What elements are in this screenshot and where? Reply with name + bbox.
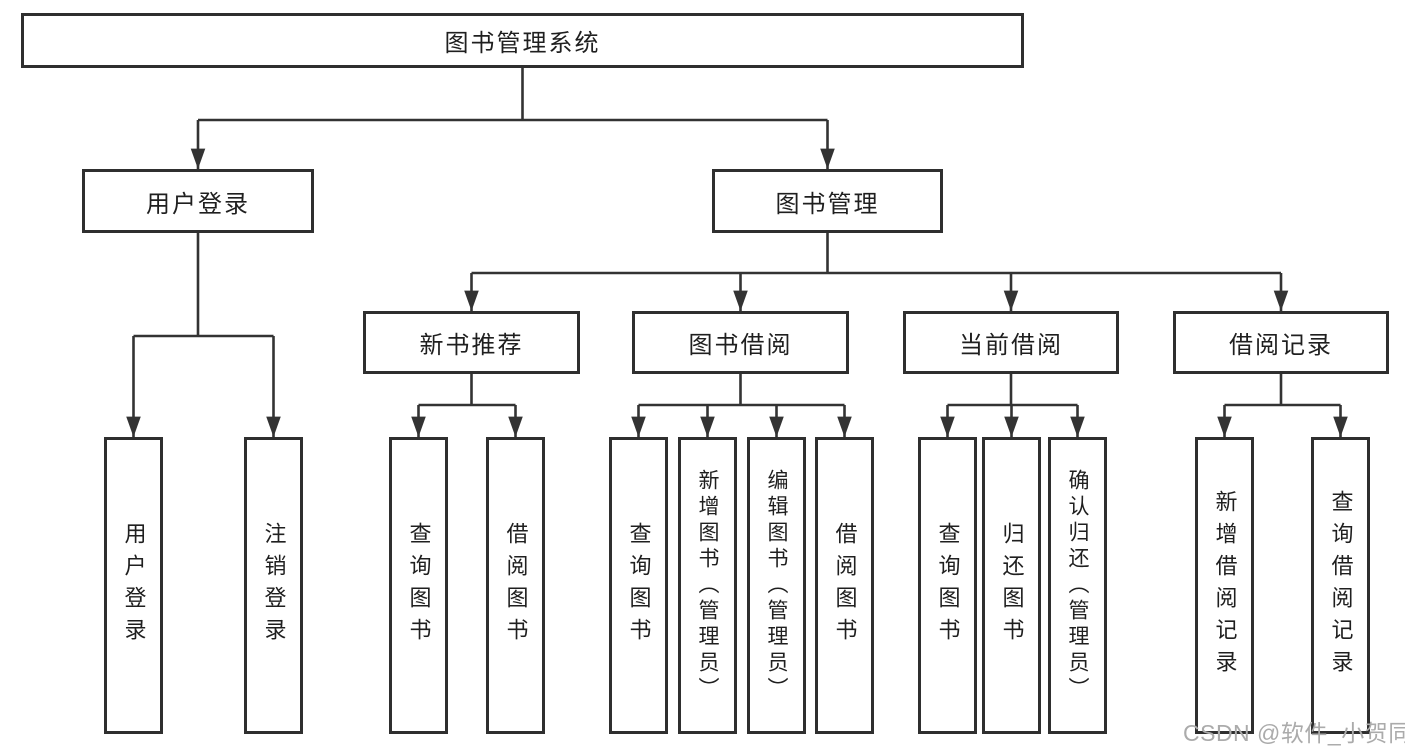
node-label: 确认归还（管理员） bbox=[1066, 468, 1089, 703]
node-label: 查询图书 bbox=[626, 521, 652, 650]
node-new-book-recommend: 新书推荐 bbox=[363, 311, 580, 374]
watermark: CSDN @软件_小贺同学 bbox=[1183, 720, 1405, 746]
node-leaf-confirm-return-admin: 确认归还（管理员） bbox=[1048, 437, 1107, 734]
node-library-management-system: 图书管理系统 bbox=[21, 13, 1024, 68]
node-leaf-add-books-admin: 新增图书（管理员） bbox=[678, 437, 737, 734]
node-book-management: 图书管理 bbox=[712, 169, 943, 233]
node-current-borrowing: 当前借阅 bbox=[903, 311, 1119, 374]
node-label: 用户登录 bbox=[121, 521, 147, 650]
node-label: 借阅记录 bbox=[1229, 332, 1333, 359]
node-label: 当前借阅 bbox=[959, 332, 1063, 359]
node-leaf-borrow-books-recommend: 借阅图书 bbox=[486, 437, 545, 734]
node-leaf-query-books-current: 查询图书 bbox=[918, 437, 977, 734]
node-label: 查询借阅记录 bbox=[1328, 489, 1354, 682]
node-leaf-add-borrow-record: 新增借阅记录 bbox=[1195, 437, 1254, 734]
node-label: 借阅图书 bbox=[503, 521, 529, 650]
node-label: 借阅图书 bbox=[832, 521, 858, 650]
node-label: 编辑图书（管理员） bbox=[765, 468, 788, 703]
node-label: 查询图书 bbox=[935, 521, 961, 650]
node-label: 新书推荐 bbox=[419, 332, 524, 359]
node-label: 用户登录 bbox=[146, 190, 250, 218]
node-label: 图书管理系统 bbox=[444, 30, 601, 57]
node-label: 注销登录 bbox=[261, 521, 287, 650]
node-label: 图书管理 bbox=[775, 190, 880, 218]
node-leaf-user-login: 用户登录 bbox=[104, 437, 163, 734]
node-leaf-query-borrow-record: 查询借阅记录 bbox=[1311, 437, 1370, 734]
connector-line bbox=[133, 68, 1341, 407]
node-leaf-query-books-borrowing: 查询图书 bbox=[609, 437, 668, 734]
node-leaf-logout: 注销登录 bbox=[244, 437, 303, 734]
node-borrowing-records: 借阅记录 bbox=[1173, 311, 1389, 374]
node-label: 新增图书（管理员） bbox=[696, 468, 719, 703]
node-book-borrowing: 图书借阅 bbox=[632, 311, 849, 374]
node-label: 新增借阅记录 bbox=[1212, 489, 1238, 682]
node-label: 查询图书 bbox=[406, 521, 432, 650]
node-label: 归还图书 bbox=[999, 521, 1025, 650]
node-label: 图书借阅 bbox=[688, 332, 793, 359]
node-leaf-return-books: 归还图书 bbox=[982, 437, 1041, 734]
node-user-login: 用户登录 bbox=[82, 169, 314, 233]
node-leaf-edit-books-admin: 编辑图书（管理员） bbox=[747, 437, 806, 734]
node-leaf-query-books-recommend: 查询图书 bbox=[389, 437, 448, 734]
node-leaf-borrow-books: 借阅图书 bbox=[815, 437, 874, 734]
